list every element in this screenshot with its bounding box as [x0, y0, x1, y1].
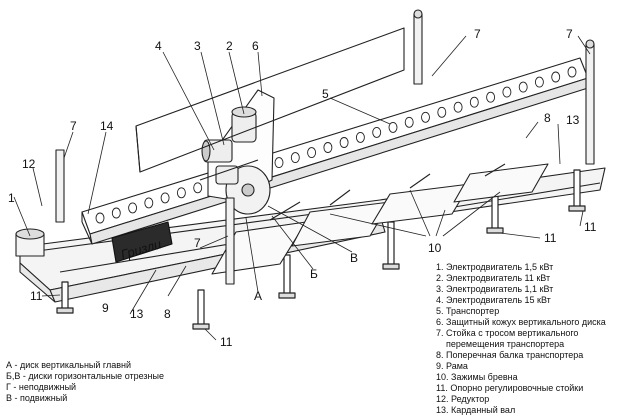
saw-carriage	[199, 89, 275, 215]
beam-hole	[95, 212, 105, 224]
beam-hole	[421, 111, 430, 123]
callout-11c: 11	[220, 335, 233, 349]
callout-B1: Б	[310, 267, 318, 281]
cross-beams	[211, 163, 549, 275]
leader-lines	[13, 35, 591, 341]
discs-legend-item: В - подвижный	[6, 393, 68, 403]
callout-B2: В	[350, 251, 358, 265]
beam-hole	[339, 137, 349, 148]
callout-5: 5	[322, 87, 329, 101]
beam-hole	[307, 147, 317, 159]
callout-7c: 7	[70, 119, 77, 133]
parts-legend-item: 10. Зажимы бревна	[436, 372, 518, 382]
parts-legend-item: 8. Поперечная балка транспортера	[436, 350, 584, 360]
beam-hole	[144, 197, 154, 209]
beam-hole	[388, 121, 398, 133]
callout-labels: 1 2 3 4 5 6 7 7 7 7 8 8 9 10 11 11 11 11…	[8, 27, 597, 349]
discs-legend-item: Г - неподвижный	[6, 382, 77, 392]
parts-legend-item: 2. Электродвигатель 11 кВт	[436, 273, 551, 283]
support-legs	[56, 169, 586, 330]
beam-hole	[128, 202, 138, 214]
parts-legend-item: 6. Защитный кожух вертикального диска	[436, 317, 606, 327]
parts-legend-item: перемещения транспортера	[436, 339, 565, 349]
beam-hole	[486, 91, 496, 103]
parts-legend-item: 7. Стойка с тросом вертикального	[436, 328, 579, 338]
beam-hole	[551, 71, 561, 83]
beam-hole	[534, 76, 544, 88]
callout-3: 3	[194, 39, 201, 53]
parts-legend-item: 13. Карданный вал	[436, 405, 516, 415]
beam-hole	[290, 152, 300, 164]
front-gearbox	[15, 228, 45, 257]
callout-13b: 13	[130, 307, 144, 321]
parts-legend-item: 9. Рама	[436, 361, 468, 371]
callout-8b: 8	[164, 307, 171, 321]
callout-10: 10	[428, 241, 442, 255]
callout-11a: 11	[30, 289, 43, 303]
callout-4: 4	[155, 39, 162, 53]
callout-12: 12	[22, 157, 36, 171]
discs-legend-item: А - диск вертикальный главнй	[6, 360, 132, 370]
beam-hole	[160, 192, 170, 204]
callout-A: А	[254, 289, 262, 303]
beam-hole	[274, 157, 284, 169]
beam-hole	[453, 101, 463, 113]
parts-legend-item: 12. Редуктор	[436, 394, 490, 404]
beam-hole	[437, 106, 447, 118]
guide-panel	[135, 27, 405, 173]
callout-2: 2	[226, 39, 233, 53]
callout-7d: 7	[194, 236, 201, 250]
beam-hole	[567, 66, 577, 78]
beam-hole	[323, 142, 333, 153]
frame-drawing	[15, 9, 606, 330]
beam-hole	[518, 81, 528, 93]
parts-legend-item: 11. Опорно регулировочные стойки	[436, 383, 584, 393]
brand-plate	[111, 221, 173, 263]
callout-11b: 11	[544, 231, 557, 245]
beam-hole	[469, 96, 479, 108]
parts-legend-item: 5. Транспортер	[436, 306, 500, 316]
parts-legend-item: 4. Электродвигатель 15 кВт	[436, 295, 551, 305]
callout-14: 14	[100, 119, 114, 133]
parts-legend-item: 1. Электродвигатель 1,5 кВт	[436, 262, 554, 272]
callout-1: 1	[8, 191, 15, 205]
beam-hole	[372, 126, 382, 138]
beam-hole	[111, 207, 121, 219]
callout-6: 6	[252, 39, 259, 53]
callout-7b: 7	[566, 27, 573, 41]
beam-hole	[502, 86, 512, 98]
beam-hole	[193, 182, 203, 194]
callout-13a: 13	[566, 113, 580, 127]
discs-legend-item: Б,В - диски горизонтальные отрезные	[6, 371, 165, 381]
beam-hole	[176, 187, 186, 199]
callout-11d: 11	[584, 220, 597, 234]
vertical-posts	[55, 9, 595, 285]
parts-legend-item: 3. Электродвигатель 1,1 кВт	[436, 284, 554, 294]
callout-9: 9	[102, 301, 109, 315]
callout-7a: 7	[474, 27, 481, 41]
beam-hole	[355, 131, 365, 143]
callout-8a: 8	[544, 111, 551, 125]
beam-hole	[404, 116, 414, 128]
